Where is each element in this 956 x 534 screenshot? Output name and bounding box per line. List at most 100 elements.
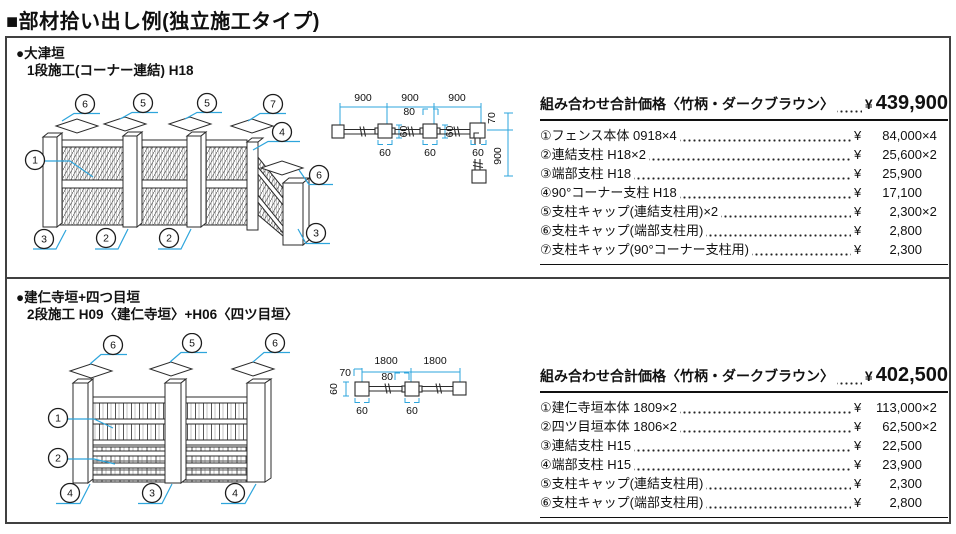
price-table-header: 組み合わせ合計価格〈竹柄・ダークブラウン〉 ¥ 439,900 (540, 92, 948, 121)
item-qty: ×2 (922, 147, 937, 162)
svg-text:60: 60 (406, 405, 418, 417)
callout-markers (47, 333, 286, 504)
page-title: ■部材拾い出し例(独立施工タイプ) (6, 11, 320, 33)
item-price: 2,300 (889, 204, 922, 219)
item-price: 17,100 (882, 185, 922, 200)
yen-sign: ¥ (854, 400, 862, 415)
svg-text:1800: 1800 (423, 355, 447, 367)
svg-text:2: 2 (55, 453, 61, 465)
item-label: ⑥支柱キャップ(端部支柱用) (540, 223, 704, 238)
yen-sign: ¥ (854, 242, 862, 257)
item-label: ④端部支柱 H15 (540, 457, 632, 472)
svg-text:2: 2 (166, 233, 172, 245)
item-label: ①建仁寺垣本体 1809×2 (540, 400, 678, 415)
item-label: ⑥支柱キャップ(端部支柱用) (540, 495, 704, 510)
dot-leader (837, 373, 862, 387)
svg-text:4: 4 (232, 488, 238, 500)
svg-text:1800: 1800 (374, 355, 398, 367)
item-qty: ×2 (922, 400, 937, 415)
svg-text:60: 60 (444, 126, 456, 138)
item-label: ③連結支柱 H15 (540, 438, 632, 453)
kenninji-elevation-drawing: 6 5 6 1 2 4 3 4 (47, 333, 290, 505)
dot-leader (721, 206, 851, 220)
item-price: 2,800 (889, 223, 922, 238)
callout-numbers: 6 5 6 1 2 4 3 4 (55, 338, 278, 500)
price-table-body: ①フェンス本体 0918×4¥84,000×4 ②連結支柱 H18×2¥25,6… (540, 121, 948, 265)
table-row: ⑤支柱キャップ(連結支柱用)×2¥2,300×2 (540, 201, 948, 220)
svg-text:6: 6 (272, 338, 278, 350)
table-row: ①フェンス本体 0918×4¥84,000×4 (540, 125, 948, 144)
otsugaki-plan-diagram: 900 900 900 80 60 60 60 60 60 70 900 (331, 92, 513, 184)
table-row: ①建仁寺垣本体 1809×2¥113,000×2 (540, 397, 948, 416)
kenninji-plan-diagram: 1800 1800 70 80 60 60 60 (330, 355, 467, 417)
item-qty: ×4 (922, 128, 937, 143)
yen-sign: ¥ (854, 457, 862, 472)
yen-sign: ¥ (854, 476, 862, 491)
plan-posts (354, 381, 467, 397)
item-qty: ×2 (922, 204, 937, 219)
item-qty: ×2 (922, 419, 937, 434)
item-label: ⑦支柱キャップ(90°コーナー支柱用) (540, 242, 749, 257)
table-row: ②四ツ目垣本体 1806×2¥62,500×2 (540, 416, 948, 435)
svg-text:6: 6 (82, 99, 88, 111)
yen-sign: ¥ (864, 96, 873, 112)
dot-leader (679, 187, 851, 201)
price-table-header: 組み合わせ合計価格〈竹柄・ダークブラウン〉 ¥ 402,500 (540, 364, 948, 393)
callout-markers (24, 92, 330, 250)
svg-text:70: 70 (339, 367, 351, 379)
dimension-lines (339, 103, 513, 177)
dot-leader (706, 478, 851, 492)
dot-leader (634, 168, 851, 182)
item-price: 23,900 (882, 457, 922, 472)
yen-sign: ¥ (854, 495, 862, 510)
dot-leader (706, 225, 851, 239)
table-row: ⑥支柱キャップ(端部支柱用) ¥2,800 (540, 492, 948, 511)
dot-leader (706, 497, 851, 511)
fence-structure (68, 361, 276, 485)
price-table-kenninji: 組み合わせ合計価格〈竹柄・ダークブラウン〉 ¥ 402,500 ①建仁寺垣本体 … (540, 364, 948, 518)
callout-leader-lines (33, 111, 333, 250)
dot-leader (837, 101, 862, 115)
table-row: ④端部支柱 H15 ¥23,900 (540, 454, 948, 473)
svg-text:2: 2 (103, 233, 109, 245)
yen-sign: ¥ (854, 438, 862, 453)
section1-heading: ●大津垣 (16, 46, 65, 61)
price-table-body: ①建仁寺垣本体 1809×2¥113,000×2 ②四ツ目垣本体 1806×2¥… (540, 393, 948, 518)
svg-text:60: 60 (424, 147, 436, 159)
svg-text:80: 80 (403, 106, 415, 118)
item-price: 2,800 (889, 495, 922, 510)
svg-text:5: 5 (140, 98, 146, 110)
item-label: ④90°コーナー支柱 H18 (540, 185, 677, 200)
section1-subheading: 1段施工(コーナー連結) H18 (27, 63, 194, 78)
item-label: ③端部支柱 H18 (540, 166, 632, 181)
table-row: ⑦支柱キャップ(90°コーナー支柱用)¥2,300 (540, 239, 948, 258)
dot-leader (634, 459, 851, 473)
svg-text:3: 3 (149, 488, 155, 500)
svg-text:5: 5 (189, 338, 195, 350)
svg-text:60: 60 (472, 147, 484, 159)
yen-sign: ¥ (854, 166, 862, 181)
dot-leader (648, 149, 851, 163)
item-price: 62,500 (882, 419, 922, 434)
svg-text:6: 6 (316, 170, 322, 182)
svg-text:80: 80 (381, 371, 393, 383)
svg-text:60: 60 (330, 383, 340, 395)
section2-subheading: 2段施工 H09〈建仁寺垣〉+H06〈四ツ目垣〉 (27, 307, 299, 322)
svg-text:3: 3 (41, 234, 47, 246)
yen-sign: ¥ (854, 223, 862, 238)
svg-text:900: 900 (492, 147, 504, 165)
total-price-value: 402,500 (875, 364, 948, 386)
item-label: ⑤支柱キャップ(連結支柱用)×2 (540, 204, 719, 219)
fence-structure (41, 116, 311, 247)
dot-leader (634, 440, 851, 454)
svg-text:900: 900 (401, 92, 419, 104)
plan-posts (331, 122, 487, 184)
dot-leader (679, 130, 851, 144)
svg-text:70: 70 (486, 112, 498, 124)
total-price-label: 組み合わせ合計価格〈竹柄・ダークブラウン〉 (540, 368, 834, 384)
item-price: 22,500 (882, 438, 922, 453)
item-label: ②四ツ目垣本体 1806×2 (540, 419, 678, 434)
item-price: 84,000 (882, 128, 922, 143)
dimension-lines (343, 368, 461, 403)
